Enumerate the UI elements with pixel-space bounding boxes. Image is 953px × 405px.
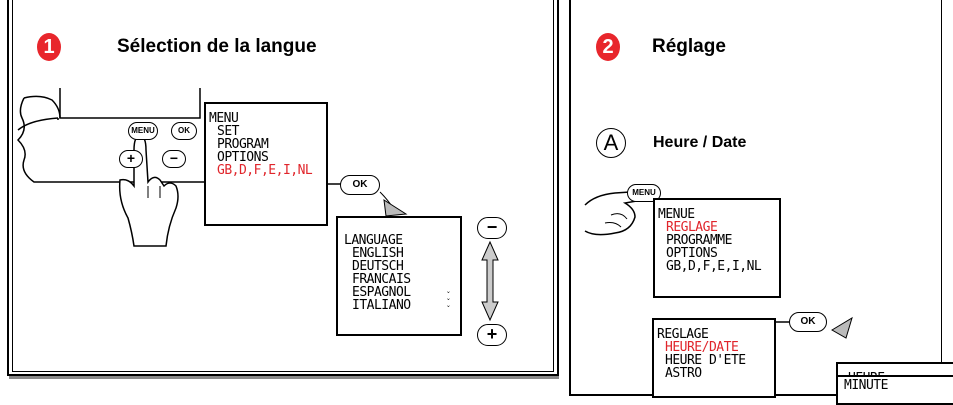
menue-line-options: OPTIONS	[666, 246, 718, 261]
panel-title-settings: Réglage	[652, 36, 726, 57]
device-outline	[16, 88, 499, 322]
language-line-deutsch: DEUTSCH	[352, 259, 404, 274]
menu-line-options: OPTIONS	[217, 150, 269, 165]
language-line-espagnol: ESPAGNOL	[352, 285, 411, 300]
device-plus-button[interactable]: +	[119, 150, 143, 168]
menu-line-languages: GB,D,F,E,I,NL	[217, 163, 313, 178]
menu-button-2[interactable]: MENU	[627, 184, 661, 202]
panel-settings-inner	[574, 0, 942, 396]
sub-title-heure-date: Heure / Date	[653, 134, 747, 151]
language-line-english: ENGLISH	[352, 246, 404, 261]
scroll-minus-button[interactable]: −	[477, 217, 507, 239]
minute-screen: MINUTE	[836, 375, 953, 405]
menue-line-programme: PROGRAMME	[666, 233, 732, 248]
language-screen: LANGUAGE ENGLISH DEUTSCH FRANCAIS ESPAGN…	[336, 216, 462, 336]
panel-shadow-bottom	[9, 376, 559, 379]
device-ok-button[interactable]: OK	[171, 122, 197, 140]
reglage-line-heure-ete: HEURE D'ETE	[665, 353, 746, 368]
panel-inner-frame	[12, 0, 554, 372]
menu-line-title: MENU	[209, 111, 239, 126]
menue-line-title: MENUE	[658, 207, 695, 222]
sub-step-letter-a: A	[596, 128, 626, 158]
language-line-francais: FRANCAIS	[352, 272, 411, 287]
reglage-line-heure-date: HEURE/DATE	[665, 340, 739, 355]
menu-screen: MENU SET PROGRAM OPTIONS GB,D,F,E,I,NL	[204, 102, 328, 226]
scroll-plus-button[interactable]: +	[477, 324, 507, 346]
language-line-italiano: ITALIANO	[352, 298, 411, 313]
reglage-line-astro: ASTRO	[665, 366, 702, 381]
device-minus-button[interactable]: −	[162, 150, 186, 168]
language-line-title: LANGUAGE	[344, 233, 403, 248]
device-menu-button[interactable]: MENU	[128, 122, 158, 140]
reglage-screen: REGLAGE HEURE/DATE HEURE D'ETE ASTRO	[652, 318, 776, 398]
ok-button-1[interactable]: OK	[340, 175, 380, 195]
menue-line-reglage: REGLAGE	[666, 220, 718, 235]
ok-button-2[interactable]: OK	[789, 312, 827, 332]
menue-line-languages: GB,D,F,E,I,NL	[666, 259, 762, 274]
step-number-1: 1	[37, 33, 61, 61]
menu-line-set: SET	[217, 124, 239, 139]
panel-title-language: Sélection de la langue	[117, 36, 317, 57]
minute-line: MINUTE	[844, 378, 888, 393]
connector-lines-2	[774, 316, 853, 339]
reglage-line-title: REGLAGE	[657, 327, 709, 342]
menue-screen: MENUE REGLAGE PROGRAMME OPTIONS GB,D,F,E…	[653, 198, 781, 298]
step-number-2: 2	[596, 33, 620, 61]
menu-line-program: PROGRAM	[217, 137, 269, 152]
